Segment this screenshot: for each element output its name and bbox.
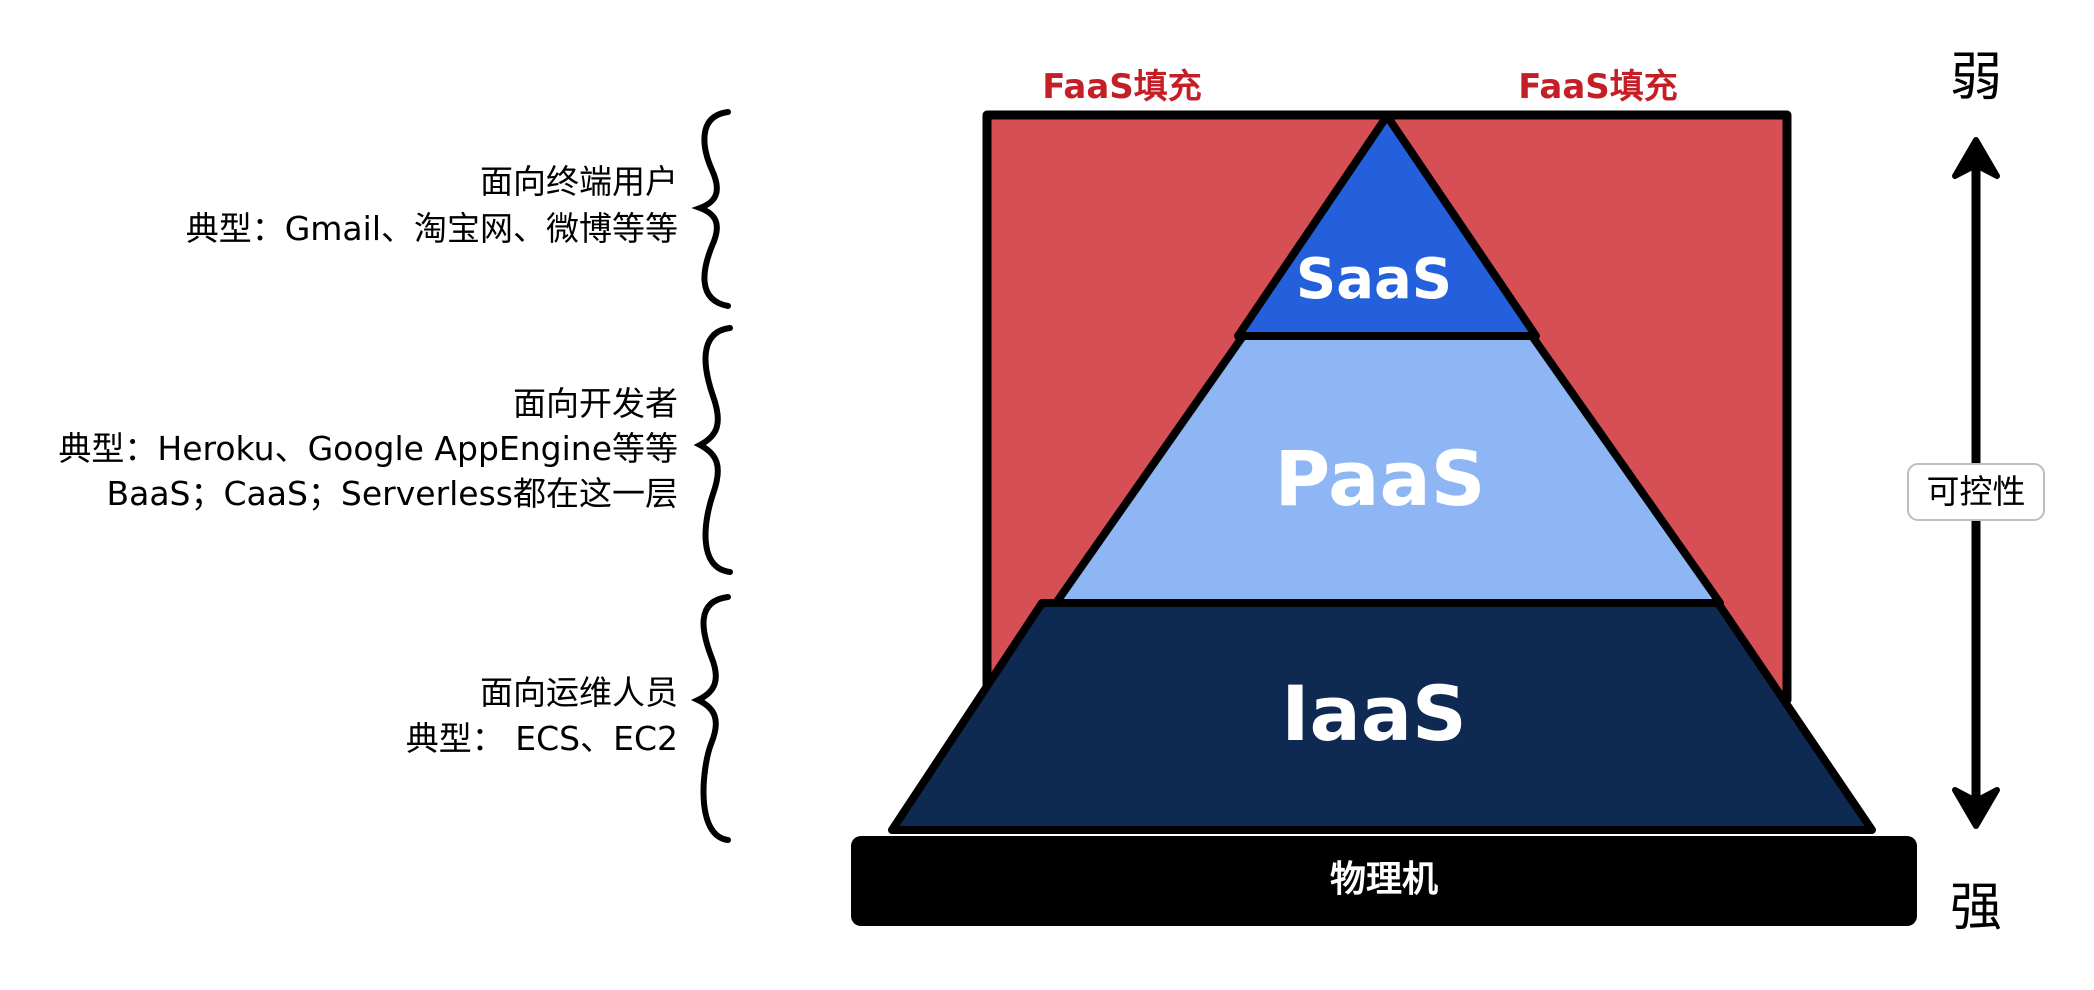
end-user-examples: 典型：Gmail、淘宝网、微博等等 xyxy=(186,209,678,248)
faas-label-right: FaaS填充 xyxy=(1518,67,1678,107)
iaas-label: IaaS xyxy=(1281,669,1467,758)
paas-label: PaaS xyxy=(1275,434,1486,523)
controllability-label-box xyxy=(1907,463,2045,521)
saas-layer xyxy=(1234,112,1540,340)
developer-examples: 典型：Heroku、Google AppEngine等等 xyxy=(58,429,678,468)
base-label: 物理机 xyxy=(1330,859,1438,900)
brace-middle xyxy=(693,325,733,575)
brace-top xyxy=(691,109,731,309)
ops-title: 面向运维人员 xyxy=(480,673,678,712)
arrow-up-icon xyxy=(1952,137,2000,179)
developer-layer-note: BaaS；CaaS；Serverless都在这一层 xyxy=(106,474,678,513)
ops-examples: 典型： ECS、EC2 xyxy=(406,719,678,758)
controllability-label: 可控性 xyxy=(1927,472,2026,511)
end-user-title: 面向终端用户 xyxy=(480,162,678,201)
faas-label-left: FaaS填充 xyxy=(1042,67,1202,107)
developer-title: 面向开发者 xyxy=(513,384,678,423)
brace-bottom xyxy=(690,594,731,843)
saas-label: SaaS xyxy=(1296,247,1452,312)
axis-weak-label: 弱 xyxy=(1950,48,2002,108)
axis-strong-label: 强 xyxy=(1950,878,2002,938)
physical-machine-base xyxy=(851,836,1917,926)
arrow-down-icon xyxy=(1952,787,2000,829)
